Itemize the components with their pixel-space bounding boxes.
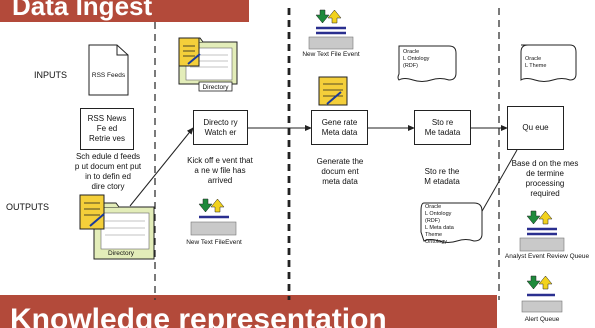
event-icon-bottom xyxy=(190,198,237,236)
directory-label-top: Directory xyxy=(202,84,229,91)
database-ontology-shape xyxy=(397,45,457,82)
database-theme-shape xyxy=(520,44,577,82)
document-icon xyxy=(88,44,129,96)
queue-box: Qu eue xyxy=(507,106,564,150)
rss-retrieves-box: RSS News Fe ed Retrie ves xyxy=(80,108,134,150)
alert-queue-label: Alert Queue xyxy=(524,316,560,323)
arrow-rss-to-directory xyxy=(129,127,194,207)
alert-queue-icon xyxy=(521,275,563,313)
small-document-icon xyxy=(318,76,348,106)
new-text-file-event-label-bottom: New Text FileEvent xyxy=(186,239,242,246)
event-icon-top xyxy=(308,9,354,50)
arrow-queue-to-database xyxy=(476,149,518,221)
database-store-shape xyxy=(420,202,483,243)
outputs-label: OUTPUTS xyxy=(6,202,50,212)
analyst-queue-label: Analyst Event Review Queue xyxy=(504,253,590,260)
directory-label-bottom: Directory xyxy=(107,250,134,257)
generate-description: Generate the docum ent meta data xyxy=(316,157,364,186)
knowledge-representation-banner: Knowledge representation xyxy=(0,295,497,328)
rss-feeds-doc-label: RSS Feeds xyxy=(91,72,126,79)
database-theme-label: Oracle L Theme xyxy=(525,56,547,69)
inputs-label: INPUTS xyxy=(34,70,68,80)
data-ingest-banner: Data Ingest xyxy=(0,0,249,22)
queue-description: Base d on the mes de termine processing … xyxy=(511,159,579,198)
generate-metadata-box: Gene rate Meta data xyxy=(311,110,368,145)
database-store-label: Oracle L Ontology (RDF) L Meta data Them… xyxy=(425,204,454,245)
store-description: Sto re the M etadata xyxy=(424,167,460,186)
database-ontology-label: Oracle L Ontology (RDF) xyxy=(403,49,430,69)
directory-watcher-box: Directo ry Watch er xyxy=(193,110,248,145)
folder-icon-top xyxy=(178,37,238,92)
folder-icon-bottom xyxy=(79,194,155,260)
rss-description: Sch edule d feeds p ut docum ent put in … xyxy=(74,152,142,191)
store-metadata-box: Sto re Me tadata xyxy=(414,110,471,145)
analyst-queue-icon xyxy=(519,210,565,252)
new-text-file-event-label-top: New Text File Event xyxy=(302,51,360,58)
watcher-description: Kick off e vent that a ne w file has arr… xyxy=(187,156,253,185)
